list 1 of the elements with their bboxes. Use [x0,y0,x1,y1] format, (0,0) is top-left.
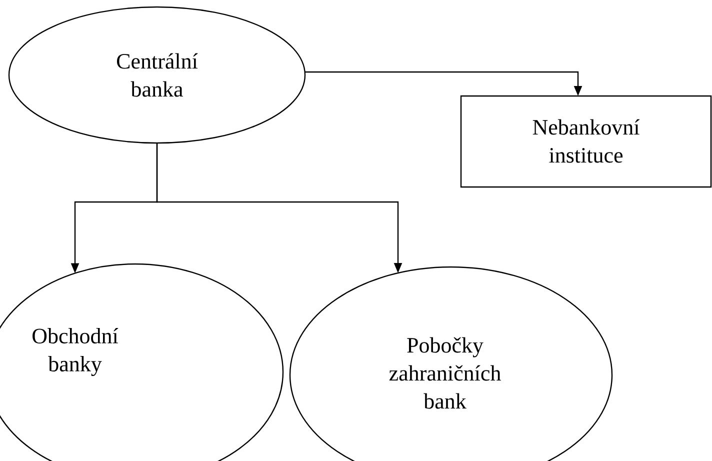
institution-box: Nebankovní instituce [460,95,712,188]
